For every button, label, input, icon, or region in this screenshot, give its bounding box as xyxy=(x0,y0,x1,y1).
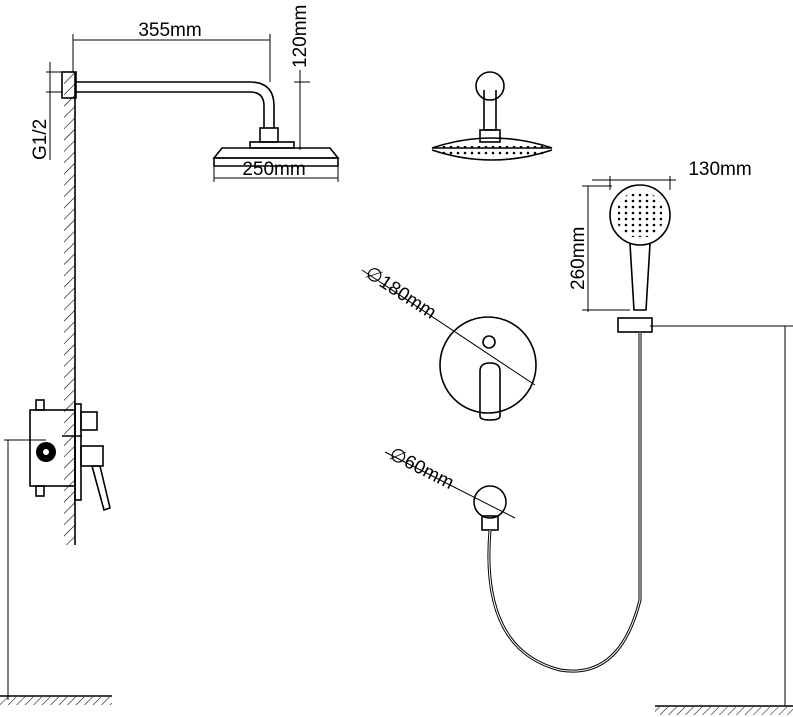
hand-shower xyxy=(609,184,671,333)
front-view xyxy=(431,71,793,715)
thread-label: G1/2 xyxy=(30,119,51,160)
floor-left xyxy=(0,695,112,705)
shower-arm xyxy=(61,71,279,143)
hose xyxy=(487,332,642,673)
outlet-diameter-annotation: ∅60mm xyxy=(386,444,457,494)
arm-length-label: 355mm xyxy=(138,20,201,41)
dimension-lines-right xyxy=(361,176,793,706)
wall-outlet-front xyxy=(473,485,507,531)
outlet-diameter-label: 60mm xyxy=(400,451,457,494)
svg-text:∅180mm: ∅180mm xyxy=(361,263,439,324)
floor-right xyxy=(655,705,793,715)
head-diameter-label: 250mm xyxy=(242,159,305,180)
plate-diameter-annotation: ∅180mm xyxy=(361,263,439,324)
wall xyxy=(64,72,76,545)
hand-shower-height-label: 260mm xyxy=(568,227,589,290)
mixer-plate-front xyxy=(439,316,537,421)
mixer-side xyxy=(29,399,111,512)
dimension-lines-left xyxy=(4,34,339,700)
plate-diameter-label: 180mm xyxy=(375,272,440,324)
overhead-head-front xyxy=(431,71,553,161)
svg-text:∅60mm: ∅60mm xyxy=(386,444,457,494)
hand-shower-width-label: 130mm xyxy=(688,159,751,180)
arm-drop-label: 120mm xyxy=(290,5,311,68)
